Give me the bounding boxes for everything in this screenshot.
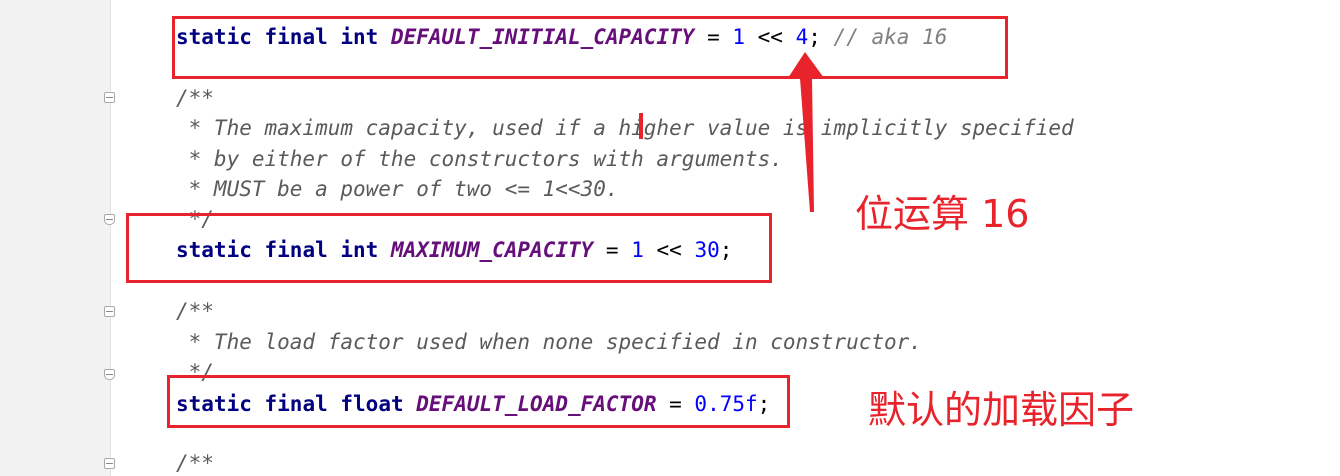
code-line-maximum-capacity[interactable]: static final int MAXIMUM_CAPACITY = 1 <<… [176, 237, 732, 263]
code-line-default-load-factor[interactable]: static final float DEFAULT_LOAD_FACTOR =… [176, 391, 770, 417]
keyword: final [264, 392, 328, 416]
number-literal: 0.75f [694, 392, 758, 416]
number-literal: 4 [795, 25, 809, 49]
bit-shift-note: 位运算 16 [855, 192, 1030, 236]
keyword: static [176, 392, 252, 416]
editor-gutter [0, 0, 111, 476]
operator: << [643, 238, 695, 262]
fold-toggle-icon[interactable] [104, 369, 115, 380]
fold-toggle-icon[interactable] [104, 306, 115, 317]
doc-comment-line[interactable]: */ [176, 207, 214, 231]
doc-comment-line[interactable]: /** [176, 86, 214, 110]
operator: = [694, 25, 733, 49]
constant-name: MAXIMUM_CAPACITY [390, 238, 594, 262]
keyword: final [264, 25, 328, 49]
number-literal: 30 [694, 238, 720, 262]
highlight-box [167, 375, 790, 428]
keyword: final [264, 238, 328, 262]
number-literal: 1 [732, 25, 746, 49]
doc-comment-line[interactable]: /** [176, 451, 214, 475]
doc-comment-line[interactable]: * by either of the constructors with arg… [176, 147, 783, 171]
load-factor-note: 默认的加载因子 [868, 388, 1135, 432]
number-literal: 1 [631, 238, 644, 262]
keyword: float [340, 392, 404, 416]
fold-toggle-icon[interactable] [104, 458, 115, 469]
highlight-box [172, 16, 1008, 79]
keyword: int [340, 238, 379, 262]
operator: = [656, 392, 695, 416]
fold-toggle-icon[interactable] [104, 214, 115, 225]
keyword: int [340, 25, 379, 49]
fold-toggle-icon[interactable] [104, 92, 115, 103]
operator: << [745, 25, 796, 49]
keyword: static [176, 25, 252, 49]
operator: = [593, 238, 632, 262]
doc-comment-line[interactable]: */ [176, 360, 214, 384]
constant-name: DEFAULT_INITIAL_CAPACITY [390, 25, 695, 49]
semicolon: ; [719, 238, 733, 262]
doc-comment-line[interactable]: * MUST be a power of two <= 1<<30. [176, 177, 619, 201]
semicolon: ; [808, 25, 821, 49]
code-line-default-initial-capacity[interactable]: static final int DEFAULT_INITIAL_CAPACIT… [176, 24, 947, 50]
semicolon: ; [757, 392, 771, 416]
doc-comment-line[interactable]: /** [176, 299, 214, 323]
constant-name: DEFAULT_LOAD_FACTOR [416, 392, 657, 416]
doc-comment-line[interactable]: * The maximum capacity, used if a higher… [176, 116, 1074, 140]
line-comment: // aka 16 [820, 25, 948, 49]
keyword: static [176, 238, 252, 262]
highlight-box [126, 213, 772, 283]
doc-comment-line[interactable]: * The load factor used when none specifi… [176, 330, 922, 354]
